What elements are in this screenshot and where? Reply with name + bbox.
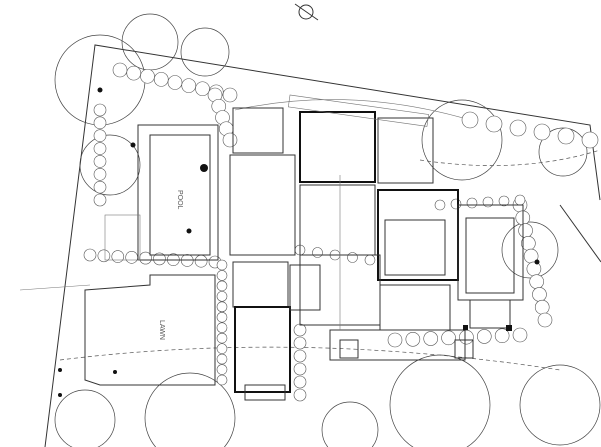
- lighting-markers: [58, 87, 540, 397]
- tree: [180, 27, 230, 77]
- shrub: [222, 87, 238, 103]
- property-boundary: [44, 44, 601, 447]
- shrub: [93, 180, 107, 194]
- shrub: [533, 123, 551, 141]
- tree: [538, 127, 588, 177]
- shrub: [153, 72, 169, 87]
- setback-line: [19, 284, 91, 291]
- shrub: [441, 330, 456, 346]
- shrub: [450, 198, 462, 210]
- hatched-terrace: [229, 154, 296, 256]
- garden-path: [419, 149, 601, 166]
- shrub: [216, 301, 228, 313]
- tree: [501, 221, 559, 279]
- property-boundary-east: [559, 204, 601, 263]
- spa-area: [104, 214, 141, 261]
- shrub: [537, 312, 553, 328]
- shrub: [485, 115, 503, 133]
- shrub: [293, 362, 307, 376]
- shrub: [167, 75, 183, 90]
- shrub: [93, 129, 107, 143]
- shrub: [216, 259, 228, 271]
- shrub: [494, 328, 510, 344]
- shrub: [153, 252, 166, 266]
- shrub: [93, 193, 107, 207]
- shrub: [181, 78, 197, 93]
- shrub: [459, 329, 474, 345]
- shrub: [125, 251, 138, 264]
- shrub: [526, 261, 542, 277]
- shrub: [512, 327, 528, 343]
- tree: [144, 372, 236, 447]
- shrub: [509, 119, 527, 137]
- shrub: [293, 375, 307, 389]
- shrub: [498, 195, 510, 207]
- shrub: [216, 291, 228, 302]
- tree: [54, 389, 116, 447]
- shrub: [293, 388, 307, 402]
- shrub: [126, 65, 142, 81]
- shrub: [461, 111, 479, 129]
- shrub: [112, 62, 128, 78]
- shrub: [140, 68, 155, 84]
- shrub: [532, 287, 547, 302]
- pool-label: POOL: [176, 190, 183, 210]
- tree: [421, 99, 503, 181]
- garden-path: [59, 346, 561, 371]
- shrub: [216, 343, 228, 354]
- tree: [79, 134, 141, 196]
- shrub: [312, 247, 323, 258]
- driveway-edge: [234, 99, 471, 121]
- shrub: [216, 374, 228, 386]
- shrub: [194, 254, 208, 268]
- shrub: [216, 311, 228, 323]
- shrub: [293, 323, 307, 337]
- shrub: [476, 329, 492, 344]
- lawn: LAWN: [84, 274, 216, 386]
- shrub: [139, 251, 152, 265]
- shrub: [216, 353, 228, 365]
- shrub: [216, 270, 228, 281]
- shrub: [347, 252, 358, 263]
- shrub: [387, 332, 403, 348]
- shrub: [97, 249, 111, 263]
- shrub: [93, 142, 107, 155]
- shrub-clusters: [83, 62, 599, 402]
- shrub: [216, 280, 228, 292]
- shrub: [195, 81, 210, 97]
- paving-strip: [287, 94, 429, 127]
- shrub: [93, 116, 107, 130]
- shrub: [83, 248, 97, 262]
- shrub: [93, 155, 107, 168]
- pool: POOL: [137, 124, 219, 261]
- shrub: [434, 199, 446, 211]
- shrub: [216, 332, 228, 344]
- tree: [121, 13, 179, 71]
- tree: [321, 401, 379, 447]
- shrub: [529, 274, 544, 289]
- shrub: [557, 127, 575, 145]
- shrub: [216, 364, 228, 375]
- shrub: [93, 103, 107, 117]
- shrub: [405, 331, 421, 347]
- shrub: [364, 254, 376, 266]
- shrub: [222, 132, 238, 148]
- shrub: [293, 349, 307, 363]
- shrub: [534, 299, 550, 315]
- east-courtyard: [457, 204, 524, 329]
- shrub: [93, 167, 107, 181]
- tree: [389, 354, 491, 447]
- shrub: [111, 250, 125, 263]
- shrub: [216, 322, 228, 334]
- lawn-label: LAWN: [158, 320, 165, 340]
- shrub: [466, 197, 478, 209]
- shrub: [518, 223, 533, 238]
- shrub: [581, 131, 599, 149]
- tree: [519, 364, 601, 446]
- shrub: [293, 336, 307, 350]
- shrub: [423, 331, 439, 346]
- shrub: [514, 194, 526, 206]
- north-arrow-icon: [294, 3, 319, 21]
